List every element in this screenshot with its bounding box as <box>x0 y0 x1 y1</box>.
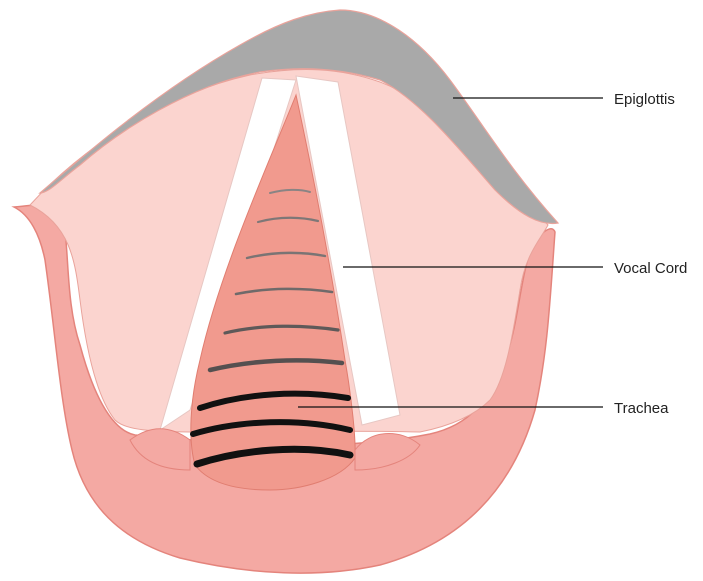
epiglottis-label: Epiglottis <box>614 91 675 108</box>
trachea-label: Trachea <box>614 400 669 417</box>
vocal-cord-label: Vocal Cord <box>614 260 687 277</box>
